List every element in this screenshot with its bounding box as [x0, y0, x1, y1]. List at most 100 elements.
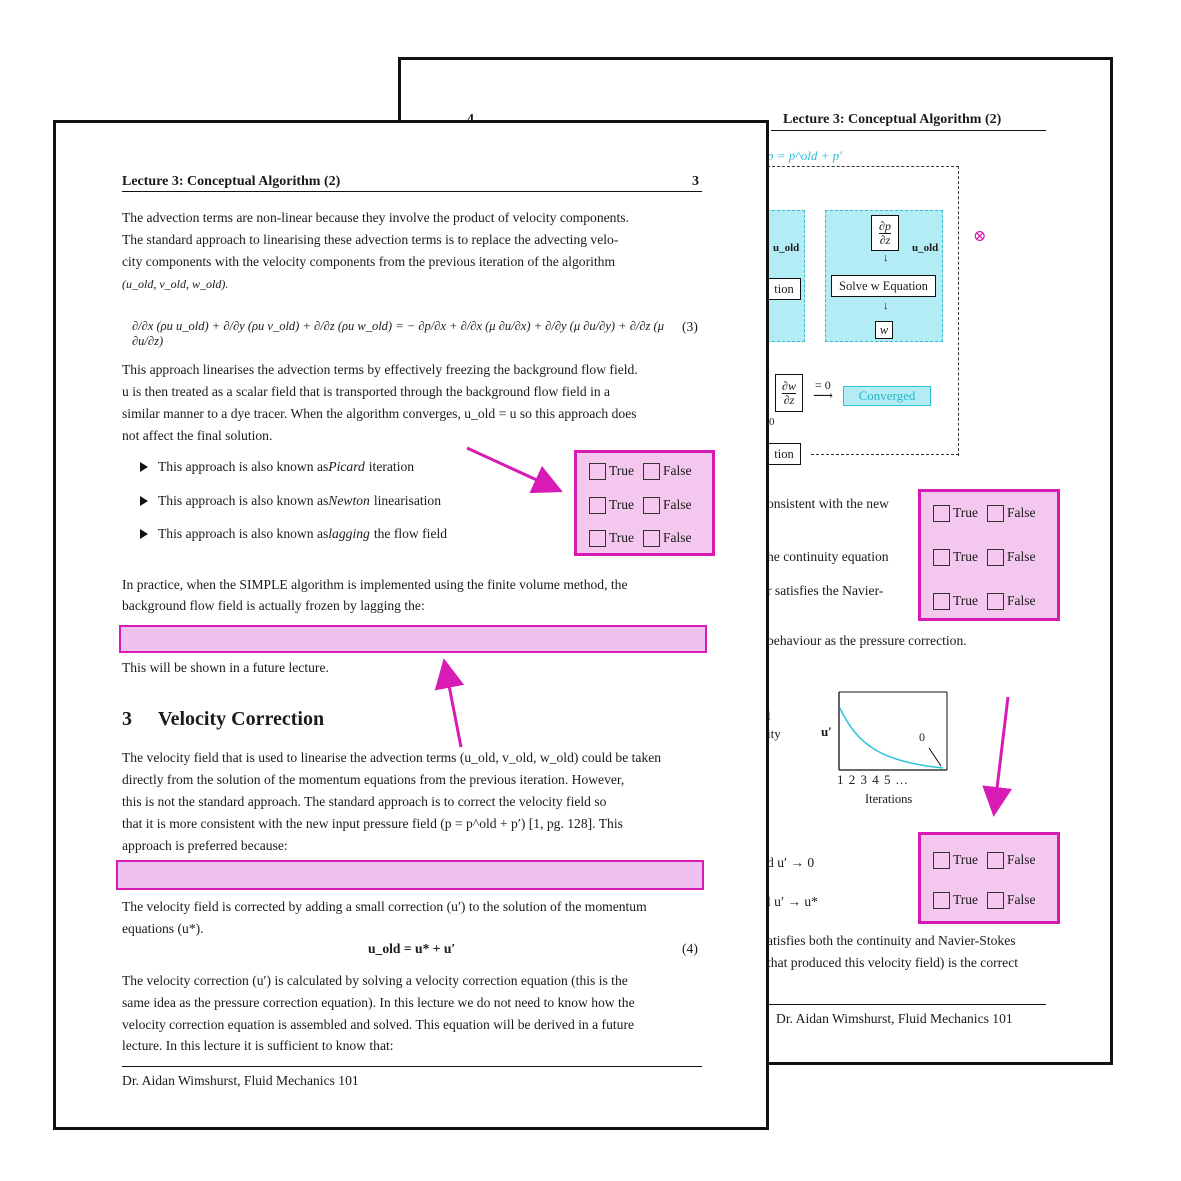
dw-num: ∂w [782, 378, 796, 393]
section-title: Velocity Correction [158, 708, 325, 730]
para2-line-2: u is then treated as a scalar field that… [122, 384, 611, 399]
arrow-right: ⟶ [813, 389, 834, 404]
bullet-text-end: linearisation [373, 493, 442, 508]
para4-line-1: The velocity field that is used to linea… [122, 750, 662, 765]
back-header-rule [771, 130, 1046, 131]
dw-dz-fraction: ∂w∂z [782, 378, 796, 407]
bullet-text-end: iteration [368, 459, 415, 474]
flow-right-line [958, 166, 959, 456]
zero-small: 0 [769, 416, 775, 428]
flow-partial-box: tion [767, 278, 801, 300]
future-lecture-line: This will be shown in a future lecture. [122, 660, 329, 675]
back-footer-rule [767, 1004, 1046, 1005]
frac-bar [879, 232, 891, 234]
true-checkbox[interactable] [933, 891, 950, 909]
para3-line-2: background flow field is actually frozen… [122, 598, 425, 613]
false-checkbox[interactable] [987, 851, 1005, 869]
back-line-4: behaviour as the pressure correction. [767, 633, 967, 648]
u-old-left: u_old [773, 242, 800, 254]
false-checkbox[interactable] [987, 548, 1005, 566]
lagging-answer-field[interactable] [119, 625, 707, 653]
back-answer-row-3: True False [933, 590, 1045, 612]
flow-bottom-box: tion [767, 443, 801, 465]
back-line-3: r satisfies the Navier- [767, 583, 884, 598]
bullet-newton: This approach is also known as Newton li… [140, 493, 441, 509]
intro-line-4: (u_old, v_old, w_old). [122, 277, 229, 291]
true-label: True [953, 593, 979, 608]
para2-line-1: This approach linearises the advection t… [122, 362, 638, 377]
bullet-emphasis: lagging [328, 526, 370, 541]
arrow-down-1: ↓ [883, 252, 889, 264]
bullet-lagging: This approach is also known as lagging t… [140, 526, 447, 542]
false-checkbox[interactable] [643, 496, 661, 514]
bullet-marker [140, 496, 148, 506]
intro-line-1: The advection terms are non-linear becau… [122, 210, 629, 225]
bullet-marker [140, 462, 148, 472]
para6-line-3: velocity correction equation is assemble… [122, 1017, 635, 1032]
true-checkbox[interactable] [589, 496, 606, 514]
false-checkbox[interactable] [987, 592, 1005, 610]
back-lower-4: that produced this velocity field) is th… [767, 955, 1019, 970]
para5-line-1: The velocity field is corrected by addin… [122, 899, 647, 914]
true-label: True [953, 892, 979, 907]
bullet-emphasis: Picard [328, 459, 365, 474]
zero-pointer [928, 747, 942, 767]
dp-num: ∂p [879, 218, 891, 233]
graph-x-label: Iterations [865, 792, 913, 806]
back-footer: Dr. Aidan Wimshurst, Fluid Mechanics 101 [776, 1011, 1013, 1026]
flow-bottom-line [811, 454, 959, 455]
true-checkbox[interactable] [589, 529, 606, 547]
para6-line-4: lecture. In this lecture it is sufficien… [122, 1038, 394, 1053]
decay-curve [839, 707, 944, 769]
true-label: True [953, 549, 979, 564]
true-checkbox[interactable] [933, 548, 950, 566]
preferred-reason-field[interactable] [116, 860, 704, 890]
false-label: False [1007, 593, 1036, 608]
back-header-title: Lecture 3: Conceptual Algorithm (2) [783, 112, 1002, 127]
equation-4-number: (4) [682, 941, 698, 956]
dp-dz-fraction: ∂p∂z [879, 218, 891, 247]
false-checkbox[interactable] [643, 529, 661, 547]
equation-3: ∂/∂x (ρu u_old) + ∂/∂y (ρu v_old) + ∂/∂z… [132, 319, 664, 348]
true-checkbox[interactable] [589, 462, 606, 480]
false-checkbox[interactable] [987, 504, 1005, 522]
equation-3-number: (3) [682, 319, 698, 334]
false-label: False [663, 497, 692, 512]
flow-cyan-left [767, 210, 805, 342]
dp-dz-box: ∂p∂z [871, 215, 899, 251]
graph-zero-label: 0 [919, 730, 925, 744]
decay-graph [838, 691, 948, 771]
front-page: Lecture 3: Conceptual Algorithm (2) 3 Th… [53, 120, 769, 1130]
true-label: True [953, 505, 979, 520]
graph-x-ticks: 1 2 3 4 5 ... [837, 772, 909, 787]
back-answer-row-2: True False [933, 546, 1045, 568]
solve-w-box: Solve w Equation [831, 275, 936, 297]
graph-y-label: u′ [821, 724, 832, 739]
back-line-1: onsistent with the new [767, 496, 889, 511]
false-checkbox[interactable] [987, 891, 1005, 909]
otimes-icon: ⊗ [973, 228, 987, 245]
back-lower-1: d u′ → 0 [767, 855, 815, 870]
back-line-2: he continuity equation [767, 549, 889, 564]
false-label: False [1007, 549, 1036, 564]
true-checkbox[interactable] [933, 504, 950, 522]
arrow-down-2: ↓ [883, 300, 889, 312]
front-footer: Dr. Aidan Wimshurst, Fluid Mechanics 101 [122, 1073, 359, 1088]
true-checkbox[interactable] [933, 592, 950, 610]
dw-den: ∂z [783, 392, 795, 407]
front-page-number: 3 [692, 174, 699, 189]
bullet-text: This approach is also known as [158, 493, 329, 508]
equation-4: u_old = u* + u′ [368, 941, 456, 956]
true-checkbox[interactable] [933, 851, 950, 869]
front-header-title: Lecture 3: Conceptual Algorithm (2) [122, 174, 341, 189]
graph-left-text-2: ity [767, 726, 781, 741]
converged-box: Converged [843, 386, 931, 406]
false-checkbox[interactable] [643, 462, 661, 480]
bullet-picard: This approach is also known as Picard it… [140, 459, 414, 475]
dw-dz-box: ∂w∂z [775, 374, 803, 412]
